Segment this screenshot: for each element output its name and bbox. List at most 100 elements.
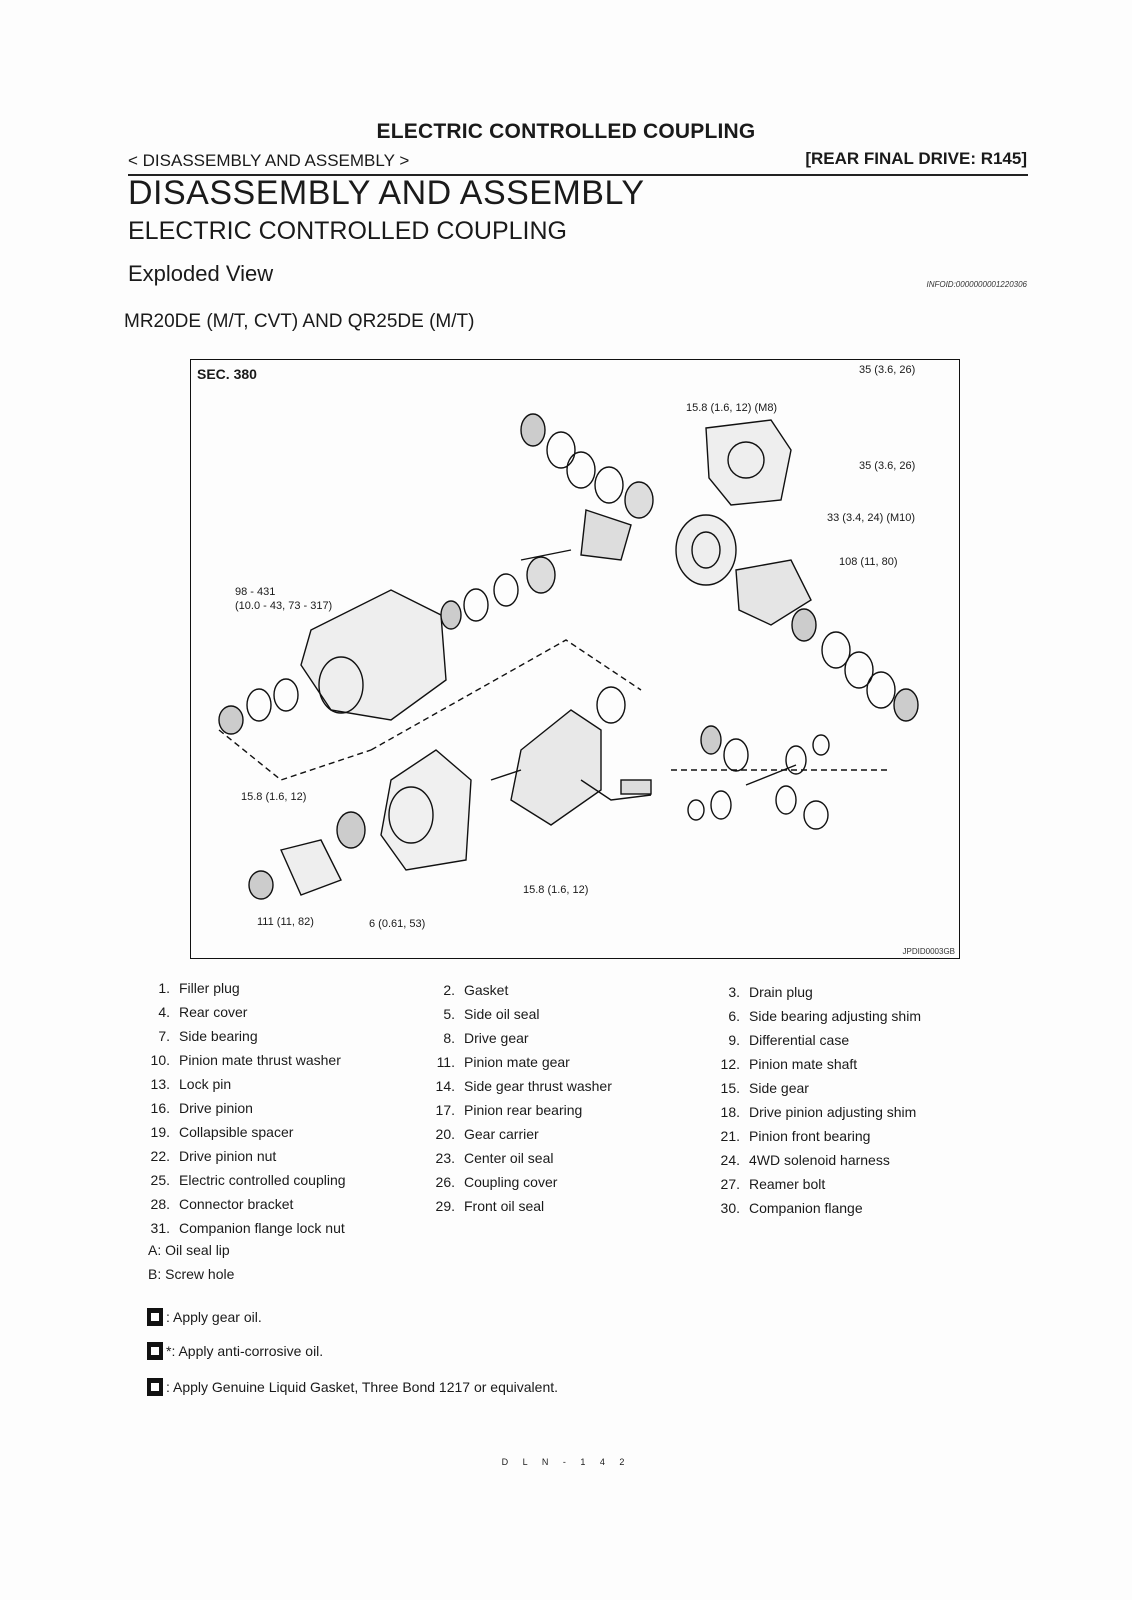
legend-item-label: Center oil seal xyxy=(464,1150,554,1166)
legend-item-label: Side oil seal xyxy=(464,1006,540,1022)
legend-item-label: Drain plug xyxy=(749,984,813,1000)
engine-variant-heading: MR20DE (M/T, CVT) AND QR25DE (M/T) xyxy=(124,311,475,332)
legend-item: 16. Drive pinion xyxy=(140,1100,253,1116)
section-number: SEC. 380 xyxy=(197,366,257,382)
torque-label-filler-plug: 35 (3.6, 26) xyxy=(859,364,916,376)
legend-item: 14. Side gear thrust washer xyxy=(425,1078,612,1094)
torque-label-pinion-nut: 98 - 431 xyxy=(235,586,276,598)
legend-item: 8.Drive gear xyxy=(425,1030,529,1046)
legend-item: 28.Connector bracket xyxy=(140,1196,294,1212)
torque-label-m10: 33 (3.4, 24) (M10) xyxy=(827,512,916,524)
legend-item-label: Side gear xyxy=(749,1080,809,1096)
legend-item-label: Pinion mate shaft xyxy=(749,1056,858,1072)
document-header-title: ELECTRIC CONTROLLED COUPLING xyxy=(376,120,756,143)
legend-item: 20. Gear carrier xyxy=(425,1126,539,1142)
info-id: INFOID:0000000001220306 xyxy=(926,280,1027,289)
legend-item-label: Pinion mate thrust washer xyxy=(179,1052,341,1068)
legend-item-label: Drive pinion nut xyxy=(179,1148,277,1164)
legend-item-number: 24. xyxy=(720,1152,740,1168)
subsection-title: Exploded View xyxy=(128,261,274,286)
legend-item-label: Side gear thrust washer xyxy=(464,1078,612,1094)
legend-item-number: 22. xyxy=(150,1148,170,1164)
legend-item-number: 16. xyxy=(150,1100,170,1116)
legend-item-label: Reamer bolt xyxy=(749,1176,826,1192)
note-liquid-gasket: : Apply Genuine Liquid Gasket, Three Bon… xyxy=(147,1378,558,1396)
torque-label-drive-gear: 108 (11, 80) xyxy=(839,556,898,568)
legend-item-label: Drive pinion xyxy=(179,1100,253,1116)
legend-item-label: Coupling cover xyxy=(464,1174,558,1190)
legend-item-label: Connector bracket xyxy=(179,1196,294,1212)
legend-item: 24. 4WD solenoid harness xyxy=(710,1152,890,1168)
gasket-tube-icon xyxy=(147,1378,163,1396)
torque-label-reamer-bolt-left: 15.8 (1.6, 12) xyxy=(241,791,307,803)
legend-item-number: 15. xyxy=(720,1080,740,1096)
exploded-view-drawing xyxy=(218,413,919,900)
legend-item-label: 4WD solenoid harness xyxy=(749,1152,890,1168)
torque-label-rear-cover-m8: 15.8 (1.6, 12) (M8) xyxy=(686,402,778,414)
oil-can-icon xyxy=(147,1342,163,1360)
legend-item: 7.Side bearing xyxy=(140,1028,258,1044)
legend-item-label: Lock pin xyxy=(179,1076,232,1092)
legend-item-label: Gear carrier xyxy=(464,1126,539,1142)
legend-letter-b: B: Screw hole xyxy=(148,1266,235,1282)
legend-item: 10. Pinion mate thrust washer xyxy=(140,1052,341,1068)
legend-item-number: 12. xyxy=(720,1056,740,1072)
legend-item: 9.Differential case xyxy=(710,1032,849,1048)
legend-item: 27. Reamer bolt xyxy=(710,1176,826,1192)
legend-item-label: Pinion front bearing xyxy=(749,1128,871,1144)
note-anti-corrosive: *: Apply anti-corrosive oil. xyxy=(147,1342,323,1360)
legend-item-number: 19. xyxy=(150,1124,170,1140)
legend-item-number: 17. xyxy=(435,1102,455,1118)
legend-item-number: 27. xyxy=(720,1176,740,1192)
note-anti-corrosive-text: *: Apply anti-corrosive oil. xyxy=(166,1343,324,1359)
section-title: ELECTRIC CONTROLLED COUPLING xyxy=(128,217,567,245)
legend-item-label: Gasket xyxy=(464,982,509,998)
legend-item-number: 23. xyxy=(435,1150,455,1166)
legend-item: 29.Front oil seal xyxy=(425,1198,545,1214)
legend-item-number: 14. xyxy=(435,1078,455,1094)
legend-item: 15. Side gear xyxy=(710,1080,809,1096)
legend-item: 5. Side oil seal xyxy=(425,1006,540,1022)
legend-item: 23. Center oil seal xyxy=(425,1150,554,1166)
legend-item-label: Side bearing xyxy=(179,1028,258,1044)
legend-item: 2.Gasket xyxy=(425,982,508,998)
legend-item-number: 21. xyxy=(720,1128,740,1144)
header-rule xyxy=(128,174,1028,176)
legend-item-label: Filler plug xyxy=(179,980,240,996)
legend-item-number: 3. xyxy=(728,984,740,1000)
legend-letter-a: A: Oil seal lip xyxy=(148,1242,230,1258)
legend-item-number: 29. xyxy=(435,1198,455,1214)
legend-item-label: Drive gear xyxy=(464,1030,529,1046)
legend-item-label: Collapsible spacer xyxy=(179,1124,294,1140)
legend-item-label: Electric controlled coupling xyxy=(179,1172,346,1188)
legend-item-number: 6. xyxy=(728,1008,740,1024)
legend-item-number: 20. xyxy=(435,1126,455,1142)
torque-label-lock-nut: 111 (11, 82) xyxy=(257,916,314,928)
legend-item: 12. Pinion mate shaft xyxy=(710,1056,858,1072)
legend-item-label: Companion flange xyxy=(749,1200,863,1216)
legend-item: 18.Drive pinion adjusting shim xyxy=(710,1104,917,1120)
legend-item-number: 25. xyxy=(150,1172,170,1188)
torque-label-pinion-nut-range: (10.0 - 43, 73 - 317) xyxy=(235,600,333,612)
exploded-view-diagram: SEC. 380 35 (3.6, 26) 15.8 (1.6, 12) (M8… xyxy=(190,359,960,959)
legend-item-number: 30. xyxy=(720,1200,740,1216)
legend-item-label: Pinion rear bearing xyxy=(464,1102,583,1118)
legend-item-number: 5. xyxy=(443,1006,455,1022)
legend-item-label: Pinion mate gear xyxy=(464,1054,570,1070)
breadcrumb: < DISASSEMBLY AND ASSEMBLY > xyxy=(128,151,410,170)
legend-item-number: 31. xyxy=(150,1220,170,1236)
oil-can-icon xyxy=(147,1308,163,1326)
legend-item: 30. Companion flange xyxy=(710,1200,863,1216)
legend-item: 19. Collapsible spacer xyxy=(140,1124,294,1140)
legend-item-number: 10. xyxy=(150,1052,170,1068)
page-number: D L N - 1 4 2 xyxy=(501,1457,631,1467)
legend-item: 11.Pinion mate gear xyxy=(425,1054,570,1070)
legend-item: 25. Electric controlled coupling xyxy=(140,1172,346,1188)
legend-item-number: 4. xyxy=(158,1004,170,1020)
torque-label-drain-plug: 35 (3.6, 26) xyxy=(859,460,916,472)
note-gear-oil: : Apply gear oil. xyxy=(147,1308,262,1326)
torque-label-reamer-bolt-right: 15.8 (1.6, 12) xyxy=(523,884,589,896)
note-liquid-gasket-text: : Apply Genuine Liquid Gasket, Three Bon… xyxy=(166,1379,559,1395)
legend-item: 21. Pinion front bearing xyxy=(710,1128,871,1144)
page-title: DISASSEMBLY AND ASSEMBLY xyxy=(128,174,645,212)
